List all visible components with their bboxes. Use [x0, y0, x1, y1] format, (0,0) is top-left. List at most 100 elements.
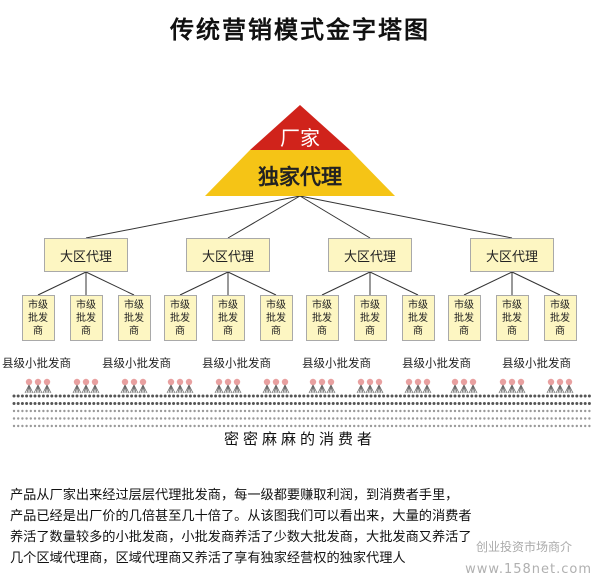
- connector-line: [227, 195, 301, 239]
- consumer-dot: [378, 417, 381, 420]
- consumer-dot: [331, 394, 335, 398]
- consumer-dot: [289, 402, 293, 405]
- consumer-dot: [54, 409, 58, 413]
- consumer-dot: [197, 394, 201, 398]
- consumer-dot: [54, 417, 58, 420]
- small-wholesaler-dot: [281, 378, 289, 386]
- consumer-dot: [499, 402, 503, 405]
- consumer-dot: [524, 402, 528, 405]
- consumer-fan-line: [46, 384, 52, 394]
- consumer-dot: [101, 409, 104, 413]
- consumer-dot: [348, 409, 352, 413]
- consumer-dot: [340, 409, 343, 413]
- consumer-dot: [323, 424, 326, 428]
- consumer-dot: [394, 394, 398, 398]
- consumer-dot: [512, 424, 515, 428]
- consumer-dot: [390, 409, 394, 413]
- consumer-dot: [268, 402, 272, 405]
- consumer-dot: [293, 394, 297, 398]
- consumer-dot: [29, 409, 32, 413]
- consumer-dot: [41, 402, 45, 405]
- consumer-fan-line: [312, 384, 318, 394]
- consumer-dot: [516, 409, 520, 413]
- consumer-dot: [231, 424, 234, 428]
- consumer-dot: [512, 417, 515, 420]
- consumer-dot: [256, 394, 260, 398]
- small-wholesaler-dot: [375, 378, 383, 386]
- consumer-dot: [563, 409, 566, 413]
- consumer-dot: [222, 417, 226, 420]
- consumer-dot: [546, 424, 549, 428]
- small-wholesaler-dot: [25, 378, 33, 386]
- consumer-dot: [478, 402, 482, 405]
- consumer-dot: [54, 394, 58, 398]
- consumer-dot: [147, 409, 150, 413]
- consumer-dot: [38, 424, 41, 428]
- consumer-dot: [164, 424, 167, 428]
- consumer-dot: [71, 409, 75, 413]
- consumer-dot: [348, 424, 352, 428]
- consumer-dot: [16, 402, 20, 405]
- consumer-dot: [235, 424, 238, 428]
- consumer-dot: [319, 409, 322, 413]
- consumer-dot: [209, 394, 213, 398]
- consumer-dot: [193, 417, 196, 420]
- consumer-dot: [437, 409, 440, 413]
- consumer-dot: [319, 417, 322, 420]
- consumer-dot: [319, 424, 322, 428]
- consumer-dot: [529, 394, 533, 398]
- consumer-dot: [96, 424, 100, 428]
- consumer-dot: [185, 424, 188, 428]
- consumer-dot: [75, 394, 79, 398]
- consumer-dot: [168, 424, 171, 428]
- consumer-dot: [453, 402, 457, 405]
- consumer-dot: [462, 424, 465, 428]
- consumer-dot: [545, 394, 549, 398]
- consumer-dot: [416, 424, 419, 428]
- consumer-dot: [117, 409, 121, 413]
- consumer-dot: [458, 424, 461, 428]
- consumer-dot: [298, 424, 301, 428]
- consumer-dot: [344, 417, 347, 420]
- consumer-dot: [239, 402, 243, 405]
- consumer-dot: [298, 402, 302, 405]
- consumer-dot: [537, 409, 541, 413]
- consumer-dot: [352, 402, 356, 405]
- consumer-dot: [399, 409, 402, 413]
- consumer-dot: [361, 417, 364, 420]
- consumer-dot: [315, 417, 318, 420]
- consumer-dot: [302, 394, 306, 398]
- consumer-dot: [542, 409, 545, 413]
- small-wholesaler-dot: [272, 378, 280, 386]
- consumer-dot: [558, 394, 562, 398]
- consumer-dot: [357, 417, 360, 420]
- consumer-dot: [12, 409, 16, 413]
- consumer-dot: [176, 402, 180, 405]
- consumer-dot: [151, 409, 154, 413]
- consumer-dot: [134, 417, 137, 420]
- small-wholesaler-dot: [508, 378, 516, 386]
- consumer-fans: [12, 378, 591, 428]
- consumer-dot: [260, 424, 263, 428]
- consumer-dot: [37, 402, 41, 405]
- consumer-dot: [29, 424, 32, 428]
- consumer-dot: [533, 409, 536, 413]
- consumer-dot: [251, 402, 255, 405]
- consumer-dot: [566, 402, 570, 405]
- consumer-dot: [449, 394, 453, 398]
- consumer-dot: [542, 424, 545, 428]
- consumer-dot: [571, 417, 574, 420]
- consumer-dot: [101, 417, 104, 420]
- consumer-dot: [290, 424, 293, 428]
- consumer-dot: [281, 417, 284, 420]
- consumer-dot: [226, 402, 230, 405]
- factory-label: 厂家: [280, 126, 320, 150]
- consumer-dot: [126, 417, 129, 420]
- consumer-dot: [516, 394, 520, 398]
- consumer-dot: [84, 409, 87, 413]
- consumer-dot: [440, 394, 444, 398]
- consumer-dot: [353, 409, 356, 413]
- consumer-dot: [252, 417, 255, 420]
- consumer-dot: [550, 402, 554, 405]
